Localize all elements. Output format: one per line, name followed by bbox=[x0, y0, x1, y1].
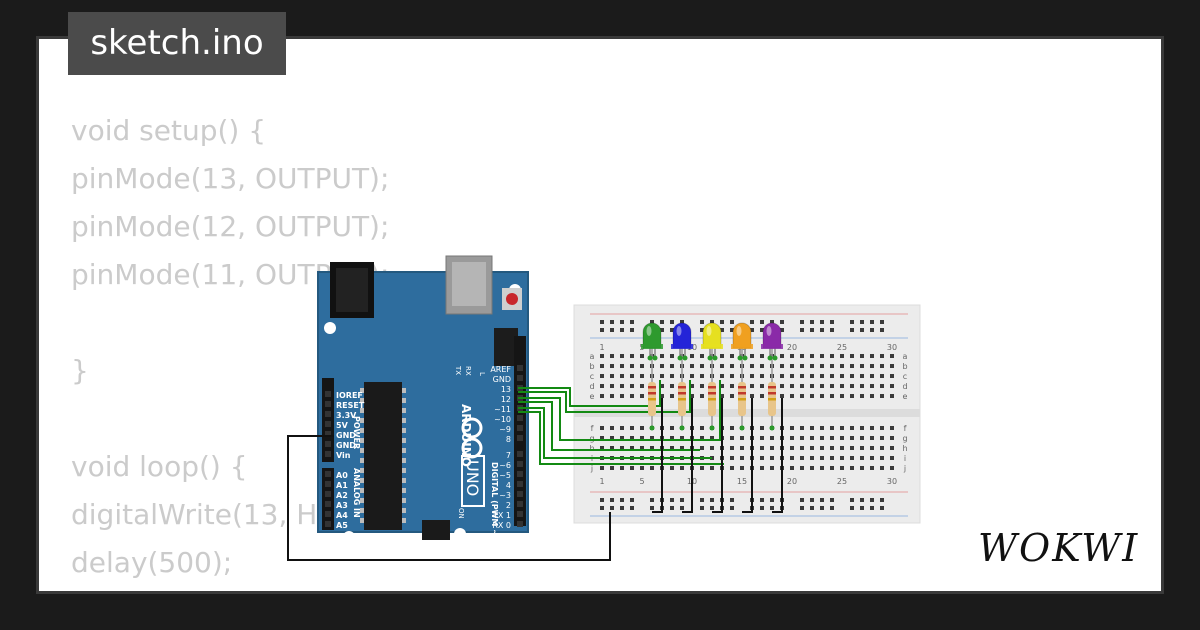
led-purple[interactable] bbox=[762, 322, 782, 349]
breadboard-column-label: 1 bbox=[599, 343, 604, 352]
atmega-chip bbox=[364, 382, 402, 530]
breadboard-row-label: g bbox=[902, 434, 907, 443]
code-line: void loop() { bbox=[71, 450, 248, 483]
power-pin-label: GND bbox=[336, 441, 356, 450]
code-line: pinMode(12, OUTPUT); bbox=[71, 210, 390, 243]
digital-pin-label: 4 bbox=[506, 481, 511, 490]
digital-pin-label: ~9 bbox=[499, 425, 511, 434]
power-pin-label: RESET bbox=[336, 401, 365, 410]
rx-label: RX bbox=[464, 366, 472, 376]
digital-label: DIGITAL (PWM ~) bbox=[490, 462, 499, 540]
power-pin-label: IOREF bbox=[336, 391, 363, 400]
file-tab[interactable]: sketch.ino bbox=[68, 12, 286, 75]
digital-pin-label: ~11 bbox=[494, 405, 511, 414]
breadboard-row-label: j bbox=[903, 464, 906, 473]
breadboard-row-label: f bbox=[591, 424, 594, 433]
breadboard-column-label: 30 bbox=[887, 477, 897, 486]
breadboard-row-label: a bbox=[903, 352, 908, 361]
analog-pin-label: A5 bbox=[336, 521, 348, 530]
breadboard-row-label: c bbox=[903, 372, 907, 381]
analog-pin-label: A0 bbox=[336, 471, 348, 480]
power-pin-label: GND bbox=[336, 431, 356, 440]
breadboard-row-label: c bbox=[590, 372, 594, 381]
breadboard-column-label: 20 bbox=[787, 343, 797, 352]
power-label: POWER bbox=[352, 416, 361, 449]
digital-pin-label: ~10 bbox=[494, 415, 511, 424]
analog-pin-label: A1 bbox=[336, 481, 348, 490]
breadboard-column-label: 20 bbox=[787, 477, 797, 486]
analog-label: ANALOG IN bbox=[352, 468, 361, 518]
breadboard-row-label: h bbox=[589, 444, 594, 453]
wokwi-logo: WOKWI bbox=[978, 526, 1140, 570]
code-line: void setup() { bbox=[71, 114, 267, 147]
breadboard-row-label: e bbox=[590, 392, 595, 401]
wire[interactable] bbox=[518, 401, 700, 451]
wire[interactable] bbox=[742, 398, 753, 513]
power-header bbox=[322, 378, 334, 462]
wire[interactable] bbox=[518, 380, 661, 407]
digital-pin-label: RX 0 bbox=[492, 521, 511, 530]
breadboard-row-label: h bbox=[902, 444, 907, 453]
breadboard-row-label: d bbox=[589, 382, 594, 391]
wire[interactable] bbox=[772, 398, 783, 513]
breadboard-row-label: b bbox=[589, 362, 594, 371]
digital-pin-label: AREF bbox=[490, 365, 511, 374]
wire[interactable] bbox=[518, 411, 724, 465]
wire[interactable] bbox=[287, 435, 611, 561]
breadboard-row-label: d bbox=[902, 382, 907, 391]
on-label: ON bbox=[457, 508, 465, 519]
breadboard-row-label: g bbox=[589, 434, 594, 443]
analog-pin-label: A3 bbox=[336, 501, 348, 510]
led-orange[interactable] bbox=[732, 322, 752, 349]
code-line: delay(500); bbox=[71, 546, 233, 579]
breadboard-column-label: 25 bbox=[837, 477, 847, 486]
breadboard-row-label: i bbox=[904, 454, 906, 463]
breadboard-column-label: 30 bbox=[887, 343, 897, 352]
led-blue[interactable] bbox=[672, 322, 692, 349]
wire[interactable] bbox=[712, 398, 723, 513]
wire[interactable] bbox=[652, 398, 663, 513]
power-pin-label: Vin bbox=[336, 451, 351, 460]
digital-pin-label: 2 bbox=[506, 501, 511, 510]
l-label: L bbox=[478, 372, 486, 376]
breadboard-row-label: a bbox=[590, 352, 595, 361]
code-line: pinMode(13, OUTPUT); bbox=[71, 162, 390, 195]
breadboard-column-label: 5 bbox=[639, 477, 644, 486]
arduino-uno-board[interactable]: ARDUINO UNO DIGITAL (PWM ~) POWER ANALOG… bbox=[317, 255, 529, 543]
digital-pin-label: 13 bbox=[501, 385, 511, 394]
wire[interactable] bbox=[518, 407, 712, 459]
power-pin-label: 3.3V bbox=[336, 411, 357, 420]
tx-label: TX bbox=[454, 365, 462, 375]
arduino-brand: ARDUINO bbox=[459, 404, 473, 467]
wire[interactable] bbox=[518, 380, 691, 413]
analog-pin-label: A2 bbox=[336, 491, 348, 500]
analog-pin-label: A4 bbox=[336, 511, 348, 520]
digital-pin-label: 7 bbox=[506, 451, 511, 460]
wire[interactable] bbox=[682, 398, 693, 513]
breadboard-row-label: j bbox=[590, 464, 593, 473]
digital-pin-label: TX 1 bbox=[492, 511, 511, 520]
digital-pin-label: 8 bbox=[506, 435, 511, 444]
breadboard-column-label: 15 bbox=[737, 477, 747, 486]
breadboard-row-label: f bbox=[904, 424, 907, 433]
breadboard-row-label: b bbox=[902, 362, 907, 371]
led-green[interactable] bbox=[642, 322, 662, 349]
breadboard-row-label: e bbox=[903, 392, 908, 401]
digital-pin-label: ~6 bbox=[499, 461, 511, 470]
digital-pin-label: 12 bbox=[501, 395, 511, 404]
wire[interactable] bbox=[518, 380, 721, 441]
analog-header bbox=[322, 468, 334, 530]
code-editor: void setup() { pinMode(13, OUTPUT); pinMod… bbox=[71, 107, 390, 591]
digital-pin-label: ~5 bbox=[499, 471, 511, 480]
power-pin-label: 5V bbox=[336, 421, 349, 430]
digital-pin-label: GND bbox=[493, 375, 511, 384]
code-line: } bbox=[71, 354, 89, 387]
breadboard-column-label: 1 bbox=[599, 477, 604, 486]
breadboard-column-label: 25 bbox=[837, 343, 847, 352]
digital-pin-label: ~3 bbox=[499, 491, 511, 500]
uno-label: UNO bbox=[463, 460, 482, 496]
led-yellow[interactable] bbox=[702, 322, 722, 349]
